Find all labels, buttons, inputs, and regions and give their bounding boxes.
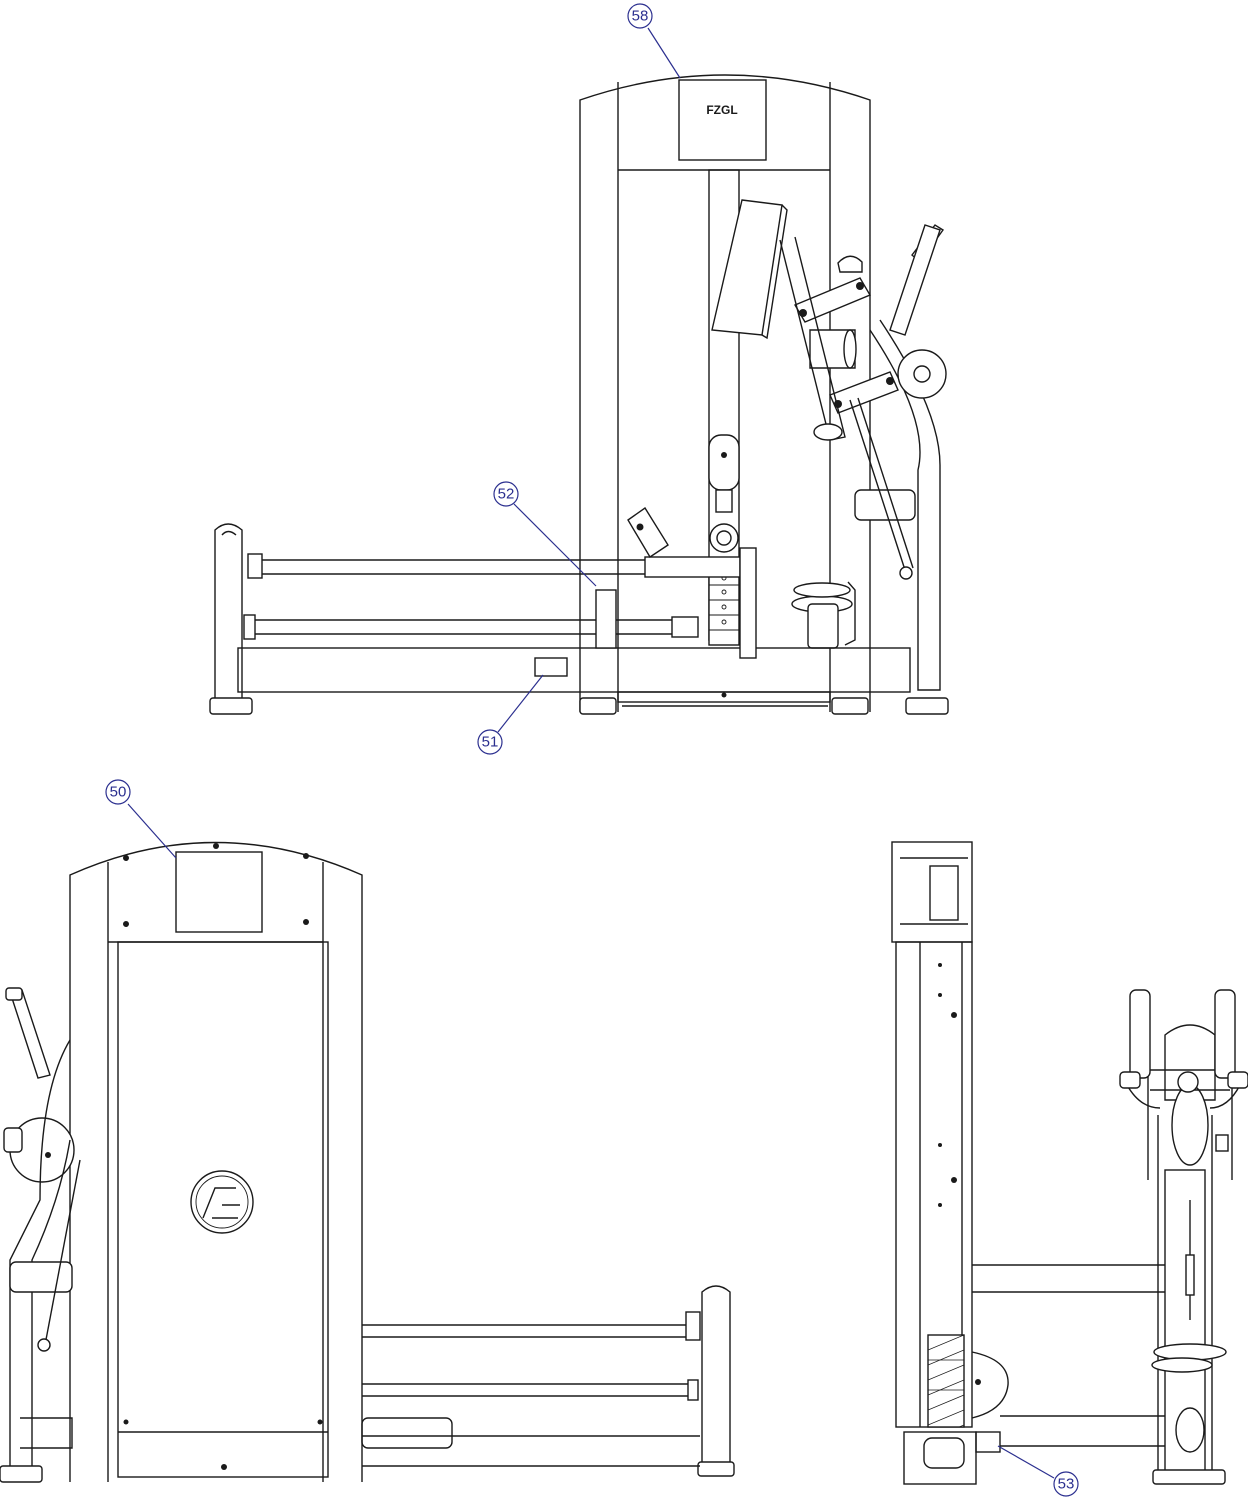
callout-52: 52 <box>493 481 597 587</box>
callout-50: 50 <box>105 779 177 859</box>
brand-plate-text: FZGL <box>706 103 737 117</box>
side-view: FZGL <box>209 74 949 715</box>
callout-53: 53 <box>997 1445 1079 1497</box>
callout-53-label: 53 <box>1058 1476 1075 1493</box>
back-pad <box>711 199 783 336</box>
rear-view <box>0 841 735 1483</box>
tower-frame <box>579 74 871 712</box>
callout-51-label: 51 <box>482 734 499 751</box>
hatched-stack <box>927 1334 965 1428</box>
label-box-52 <box>595 589 617 649</box>
callout-50-label: 50 <box>110 784 127 801</box>
callout-58: 58 <box>627 3 681 79</box>
callout-52-label: 52 <box>498 486 515 503</box>
lf-logo <box>190 1170 254 1234</box>
callout-51: 51 <box>477 674 544 755</box>
label-box-51 <box>534 657 568 677</box>
rear-plate <box>175 851 263 933</box>
callout-58-label: 58 <box>632 8 649 25</box>
front-view <box>891 841 1248 1485</box>
brand-plate <box>678 79 767 161</box>
handle-grip <box>889 224 941 336</box>
